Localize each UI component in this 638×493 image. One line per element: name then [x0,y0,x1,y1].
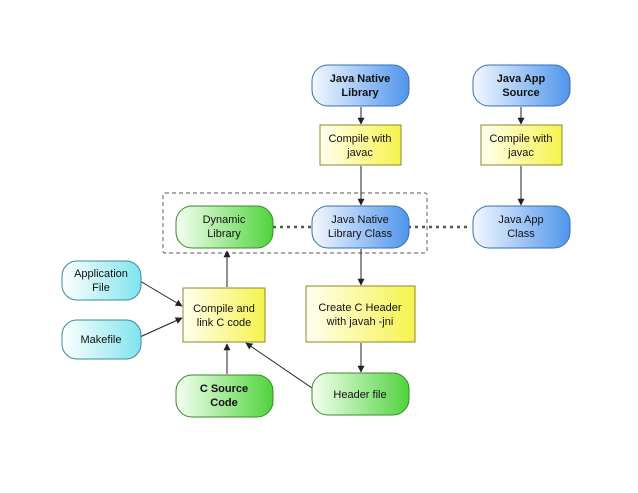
node-label-line2: Code [210,397,238,409]
node-label-line2: File [92,282,110,294]
node-label: Header file [333,389,386,401]
node-dynamic-library: Dynamic Library [175,205,274,249]
group-box [162,192,428,254]
node-label-line1: Java App [497,73,546,85]
node-label-line2: Library [207,228,241,240]
node-label-line1: Compile with [329,133,392,145]
node-label-line2: Class [507,228,535,240]
node-compile-javac-app: Compile with javac [480,124,563,166]
node-c-source-code: C Source Code [175,374,274,418]
node-label-line2: javac [507,147,534,159]
node-label-line1: Create C Header [318,302,401,314]
node-label-line2: javac [346,147,373,159]
node-label-line1: C Source [200,383,248,395]
arrows [139,107,525,389]
node-label-line1: Java Native [331,214,388,226]
node-makefile: Makefile [61,319,142,360]
arrow-header-file-to-compile-link [245,342,313,389]
node-label-line2: link C code [197,317,251,329]
node-compile-javac-native: Compile with javac [319,124,402,166]
node-java-app-class: Java App Class [472,205,571,249]
node-java-native-library: Java Native Library [311,64,410,107]
node-label-line1: Compile and [193,303,255,315]
node-label-line1: Compile with [490,133,553,145]
node-header-file: Header file [311,372,410,416]
node-java-native-library-class: Java Native Library Class [311,205,410,249]
node-label-line1: Java App [498,214,543,226]
node-create-c-header: Create C Header with javah -jni [305,285,416,343]
node-label-line1: Application [74,268,128,280]
node-label-line1: Dynamic [203,214,246,226]
node-label-line2: Library [341,87,379,99]
node-java-app-source: Java App Source [472,64,571,107]
arrow-makefile-to-compile-link [139,317,183,338]
node-label-line2: with javah -jni [326,316,394,328]
node-label-line2: Source [502,87,539,99]
node-application-file: Application File [61,260,142,301]
arrow-application-file-to-compile-link [139,280,183,307]
node-compile-link-c: Compile and link C code [182,287,266,343]
node-label-line2: Library Class [328,228,393,240]
node-label: Makefile [81,334,122,346]
node-label-line1: Java Native [330,73,391,85]
